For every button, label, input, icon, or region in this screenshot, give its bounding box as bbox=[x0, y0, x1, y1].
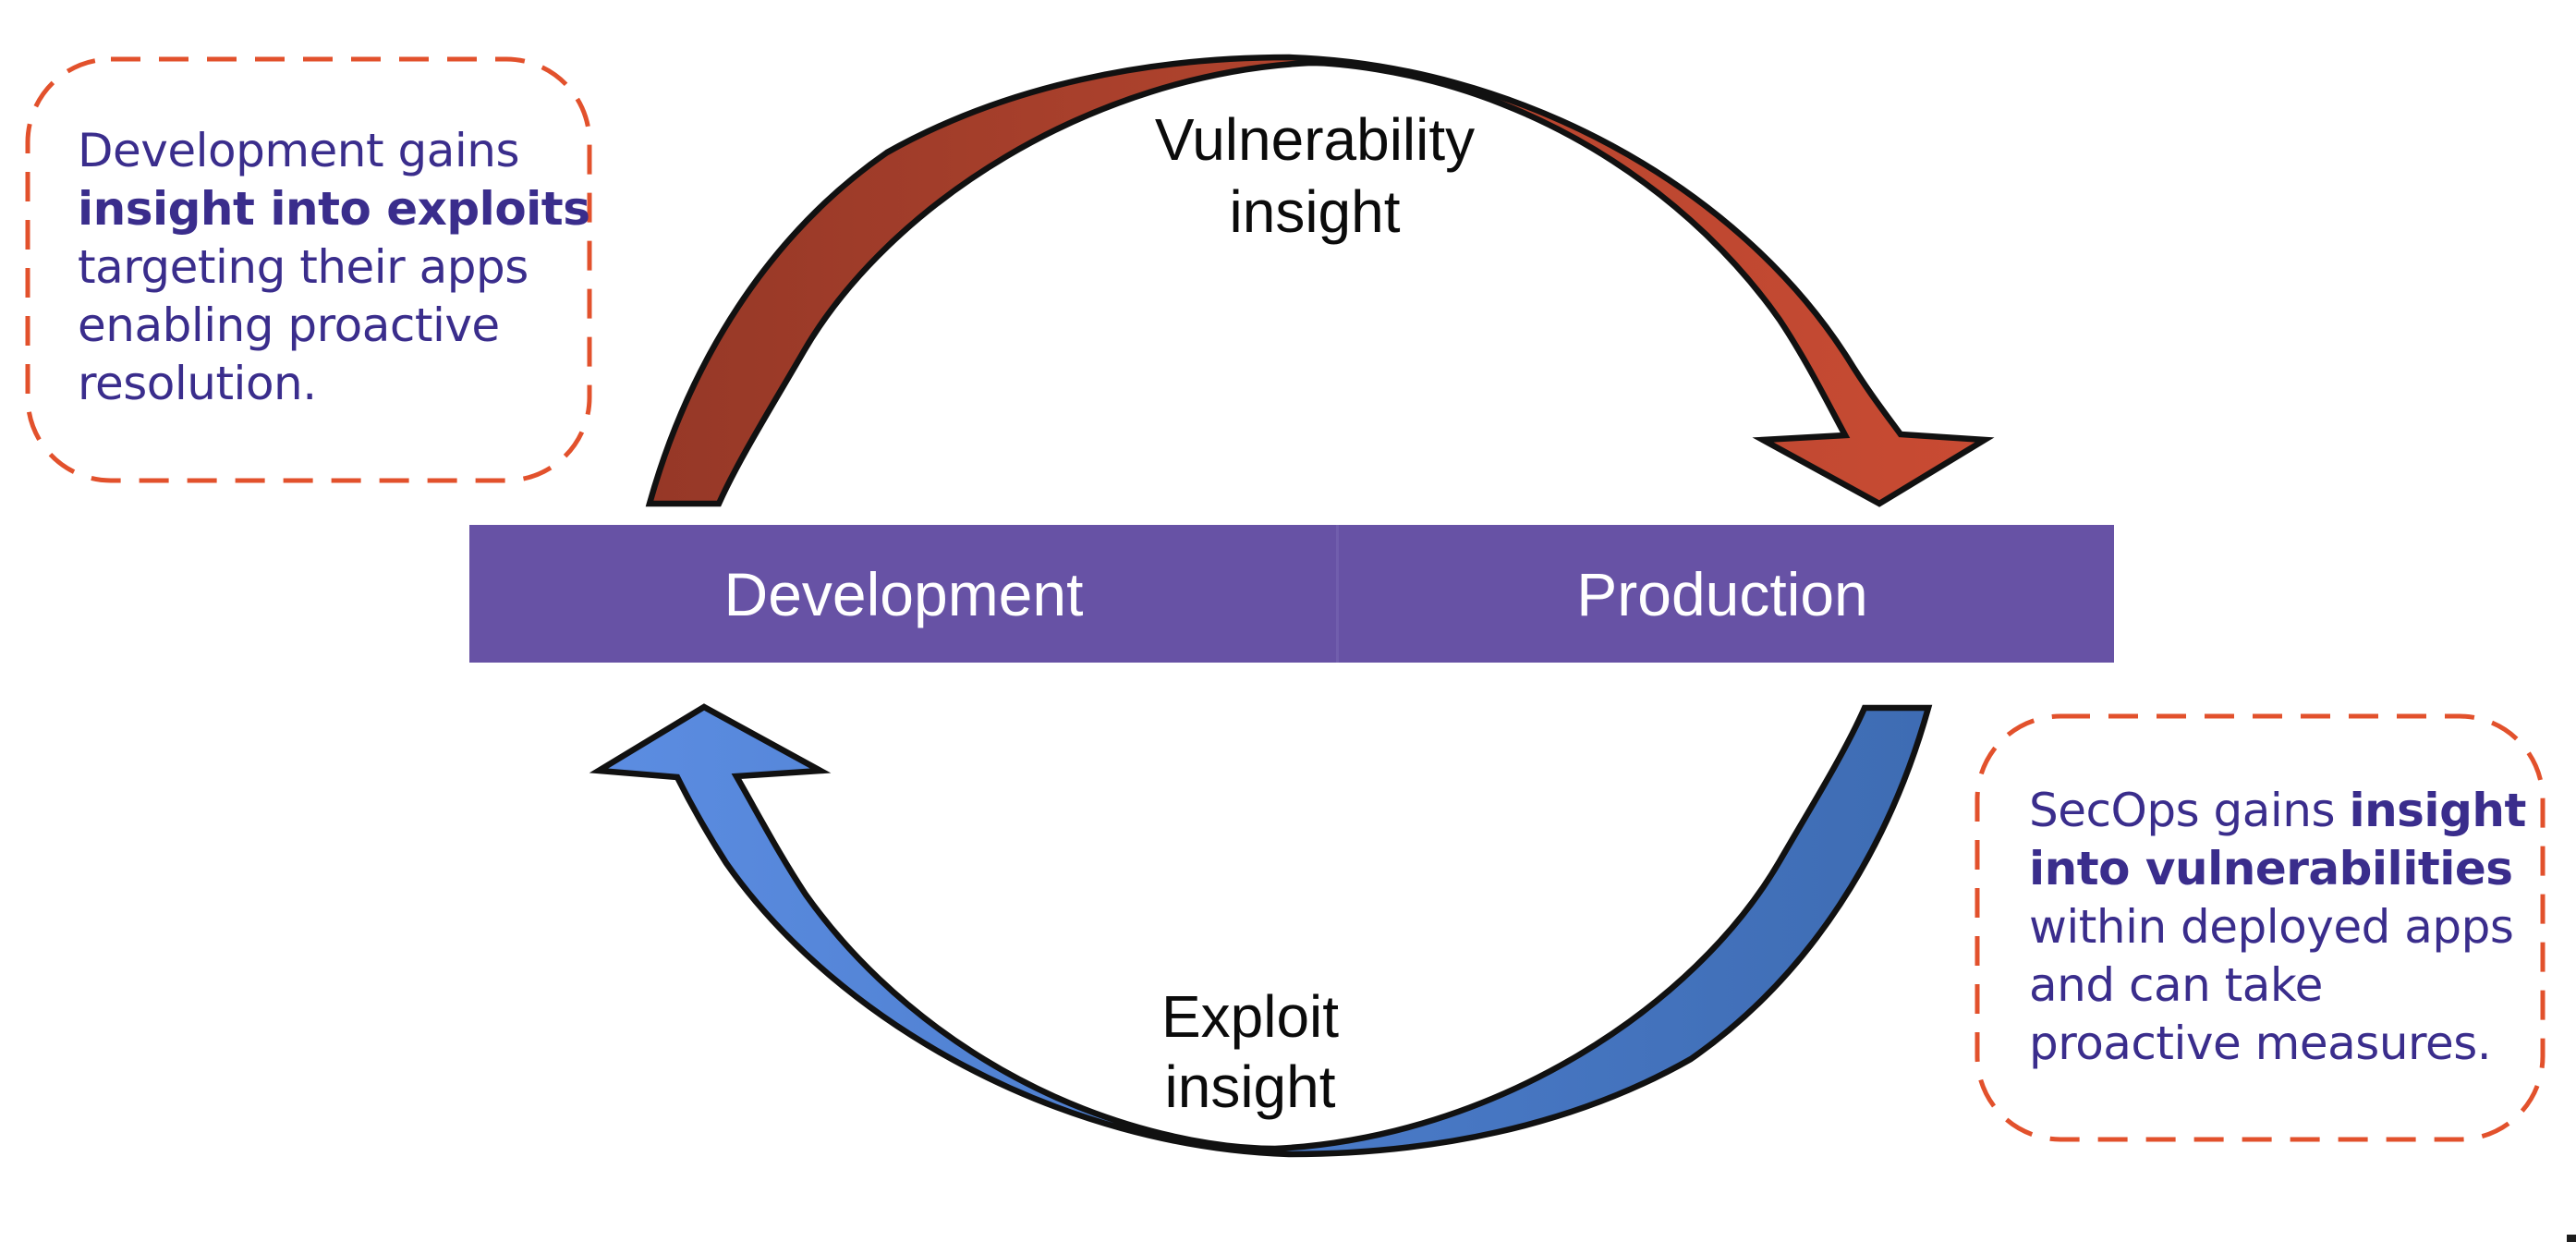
callout-line: resolution. bbox=[78, 357, 317, 410]
pipeline-bar-seam bbox=[1336, 525, 1339, 663]
callout-line: into vulnerabilities bbox=[2029, 842, 2513, 895]
exploit-insight-line1: Exploit bbox=[1160, 983, 1340, 1050]
vulnerability-arrow bbox=[645, 54, 1995, 507]
callout-line: SecOps gains insight bbox=[2029, 784, 2526, 837]
vulnerability-insight-line1: Vulnerability bbox=[1154, 106, 1476, 173]
vulnerability-insight-label: Vulnerability insight bbox=[1155, 104, 1475, 248]
vulnerability-insight-line2: insight bbox=[1229, 178, 1401, 245]
pipeline-bar bbox=[469, 525, 2114, 663]
secops-callout-text: SecOps gains insight into vulnerabilitie… bbox=[2029, 782, 2526, 1073]
callout-line: and can take bbox=[2029, 958, 2323, 1012]
exploit-arrow bbox=[589, 703, 1933, 1158]
callout-line: Development gains bbox=[78, 124, 520, 177]
callout-line: proactive measures. bbox=[2029, 1017, 2492, 1070]
development-callout-border bbox=[25, 56, 592, 483]
callout-line: insight into exploits bbox=[78, 182, 590, 236]
production-stage-label: Production bbox=[1576, 560, 1868, 628]
screen-corner-artifact bbox=[2567, 1235, 2576, 1242]
exploit-insight-line2: insight bbox=[1164, 1053, 1336, 1120]
exploit-insight-label: Exploit insight bbox=[1161, 981, 1339, 1122]
callout-line: targeting their apps bbox=[78, 240, 529, 294]
development-callout-text: Development gains insight into exploits … bbox=[78, 122, 590, 413]
secops-callout-border bbox=[1975, 713, 2546, 1142]
callout-line: enabling proactive bbox=[78, 298, 500, 352]
development-stage-label: Development bbox=[723, 560, 1084, 628]
callout-line: within deployed apps bbox=[2029, 900, 2514, 954]
